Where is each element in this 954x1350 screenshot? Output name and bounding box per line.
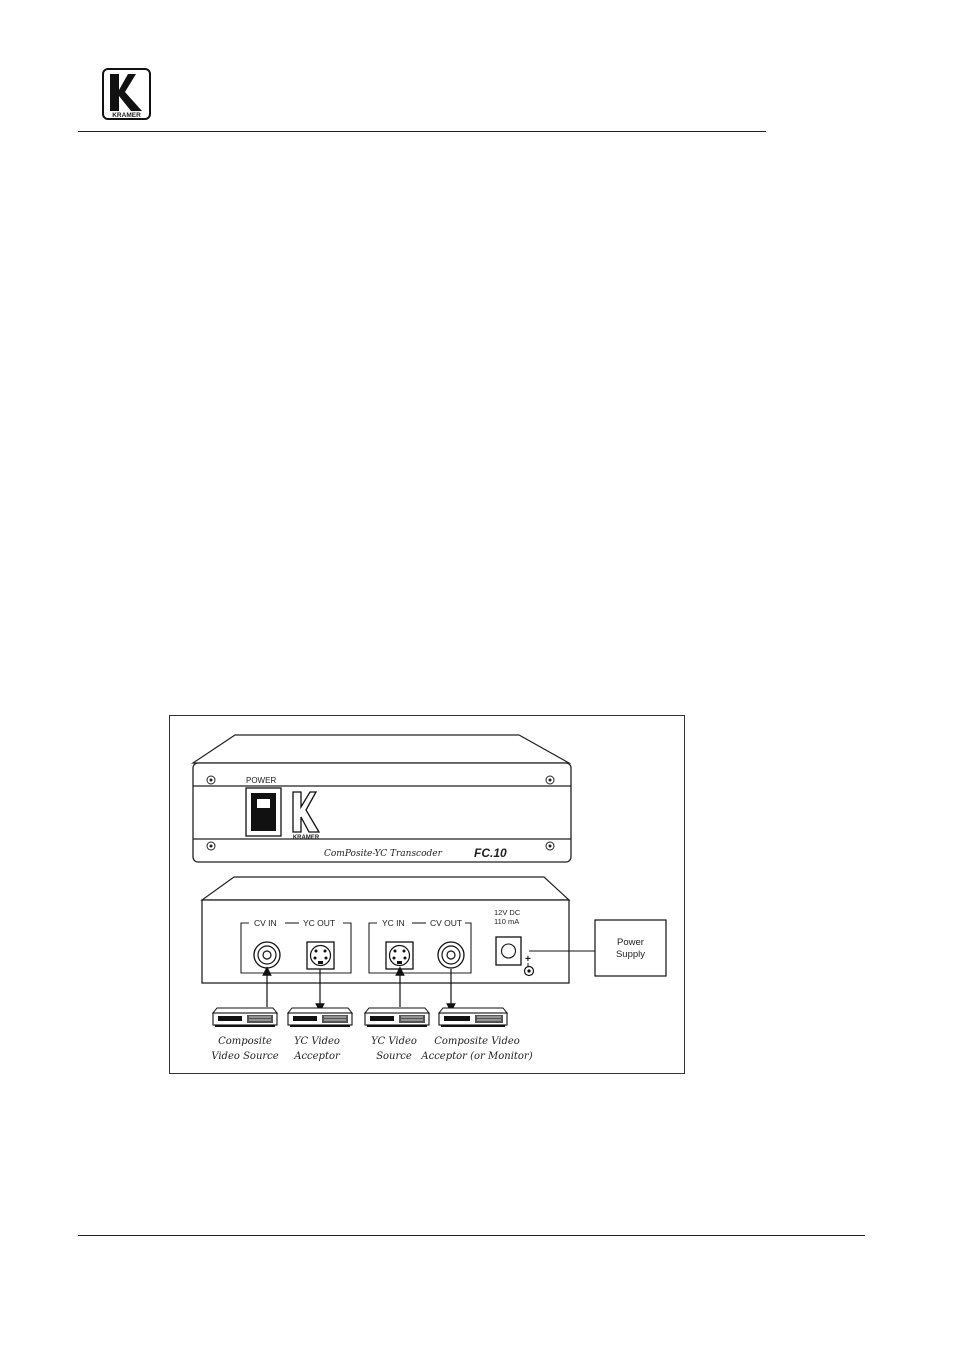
rear-panel: CV IN YC OUT YC IN CV OUT <box>200 876 571 984</box>
svideo-connector-icon <box>385 941 414 970</box>
device-caption-line2: Source <box>376 1051 412 1062</box>
screw-icon <box>545 841 555 851</box>
power-supply-label-line1: Power <box>617 937 644 948</box>
yc-in-label: YC IN <box>382 918 405 928</box>
device-caption-line1: Composite <box>218 1036 272 1047</box>
cv-in-label: CV IN <box>254 918 277 928</box>
header-rule <box>78 131 766 132</box>
vcr-device-icon <box>437 1007 509 1027</box>
bnc-connector-icon <box>253 941 281 969</box>
device-caption-line1: YC Video <box>371 1036 417 1047</box>
screw-icon <box>206 841 216 851</box>
device-caption-line1: Composite Video <box>434 1036 520 1047</box>
logo-text: KRAMER <box>112 112 141 119</box>
power-label: POWER <box>246 776 276 785</box>
cv-out-label: CV OUT <box>430 918 462 928</box>
front-panel: POWER KRAMER ComPosite-YC Transcoder FC.… <box>191 734 572 863</box>
connection-diagram: POWER KRAMER ComPosite-YC Transcoder FC.… <box>169 715 685 1074</box>
product-description: ComPosite-YC Transcoder <box>324 849 443 859</box>
device-caption-line2: Acceptor <box>293 1051 341 1062</box>
footer-rule <box>78 1235 865 1236</box>
device-caption-line2: Video Source <box>211 1051 278 1062</box>
vcr-device-icon <box>211 1007 279 1027</box>
power-switch <box>245 787 282 837</box>
vcr-device-icon <box>286 1007 354 1027</box>
device-caption-line2: Acceptor (or Monitor) <box>420 1051 532 1062</box>
power-rating-voltage: 12V DC <box>494 908 521 917</box>
model-name: FC.10 <box>474 846 507 860</box>
bnc-connector-icon <box>437 941 465 969</box>
svideo-connector-icon <box>306 941 335 970</box>
polarity-icon <box>523 965 535 977</box>
polarity-symbol: + <box>525 954 531 965</box>
power-supply-box: Power Supply <box>594 919 667 977</box>
screw-icon <box>545 775 555 785</box>
vcr-device-icon <box>363 1007 431 1027</box>
device-caption-line1: YC Video <box>294 1036 340 1047</box>
yc-out-label: YC OUT <box>303 918 335 928</box>
panel-logo-text: KRAMER <box>293 835 320 841</box>
kramer-panel-logo: KRAMER <box>292 791 321 841</box>
kramer-logo: KRAMER <box>102 68 151 120</box>
power-rating-current: 110 mA <box>494 917 519 926</box>
dc-power-jack-icon <box>495 936 522 966</box>
screw-icon <box>206 775 216 785</box>
power-supply-label-line2: Supply <box>616 949 645 960</box>
